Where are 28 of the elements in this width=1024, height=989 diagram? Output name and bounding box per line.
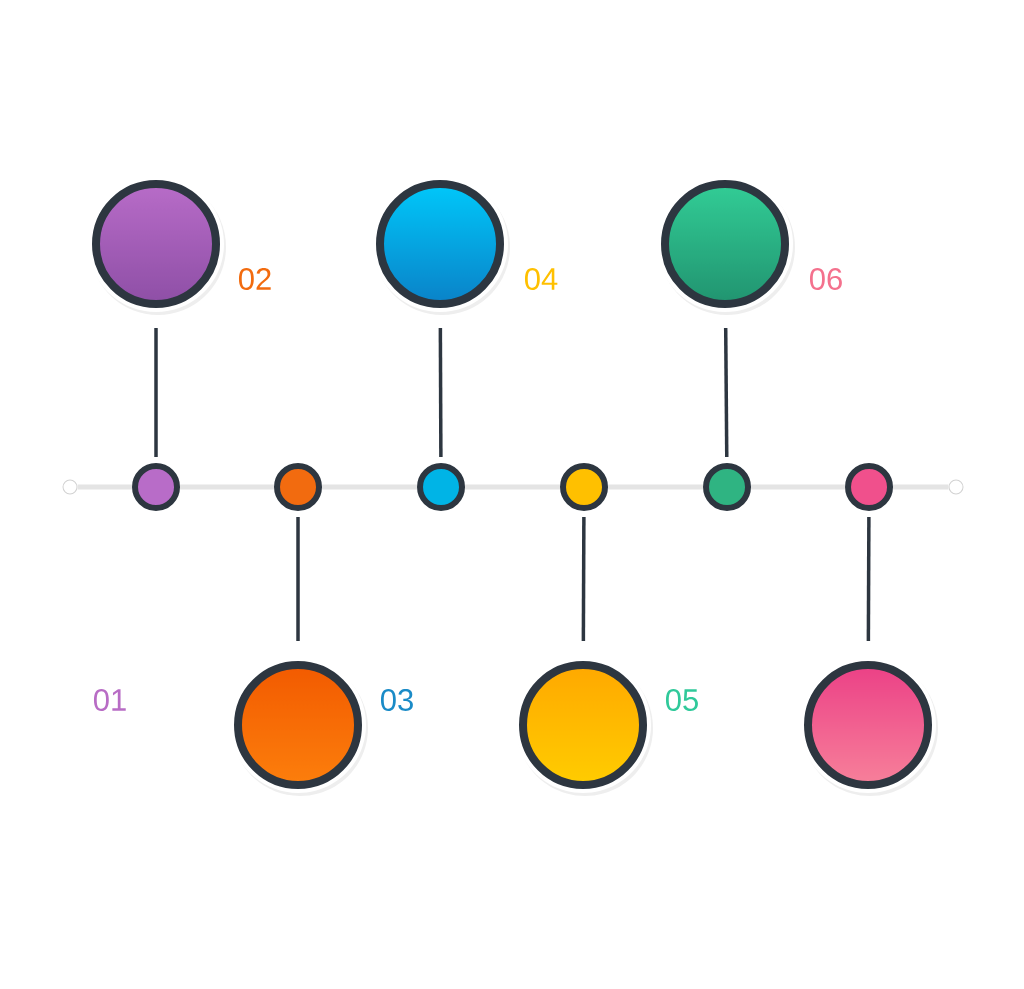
connector-line	[154, 328, 158, 457]
large-circle	[657, 176, 795, 315]
large-circle	[515, 657, 653, 796]
connector-line	[581, 517, 586, 641]
timeline-segment	[180, 484, 274, 490]
timeline-dot	[845, 463, 893, 511]
large-circle	[800, 657, 938, 796]
timeline-dot	[417, 463, 465, 511]
timeline-dot	[703, 463, 751, 511]
timeline-segment	[322, 484, 417, 490]
large-circle	[230, 657, 368, 796]
large-circle	[372, 176, 510, 315]
timeline-segment	[608, 484, 703, 490]
connector-line	[438, 328, 443, 457]
timeline-dot	[560, 463, 608, 511]
timeline-segment	[465, 484, 560, 490]
timeline-end-dot	[948, 479, 964, 495]
large-circle	[88, 176, 226, 315]
timeline-segment	[77, 484, 132, 490]
connector-line	[296, 517, 300, 641]
timeline-segment	[751, 484, 845, 490]
timeline-segment	[893, 484, 949, 490]
connector-line	[723, 328, 729, 458]
connector-line	[866, 517, 871, 641]
timeline-dot	[274, 463, 322, 511]
step-number: 01	[93, 689, 126, 711]
timeline-dot	[132, 463, 180, 511]
timeline-end-dot	[62, 479, 78, 495]
